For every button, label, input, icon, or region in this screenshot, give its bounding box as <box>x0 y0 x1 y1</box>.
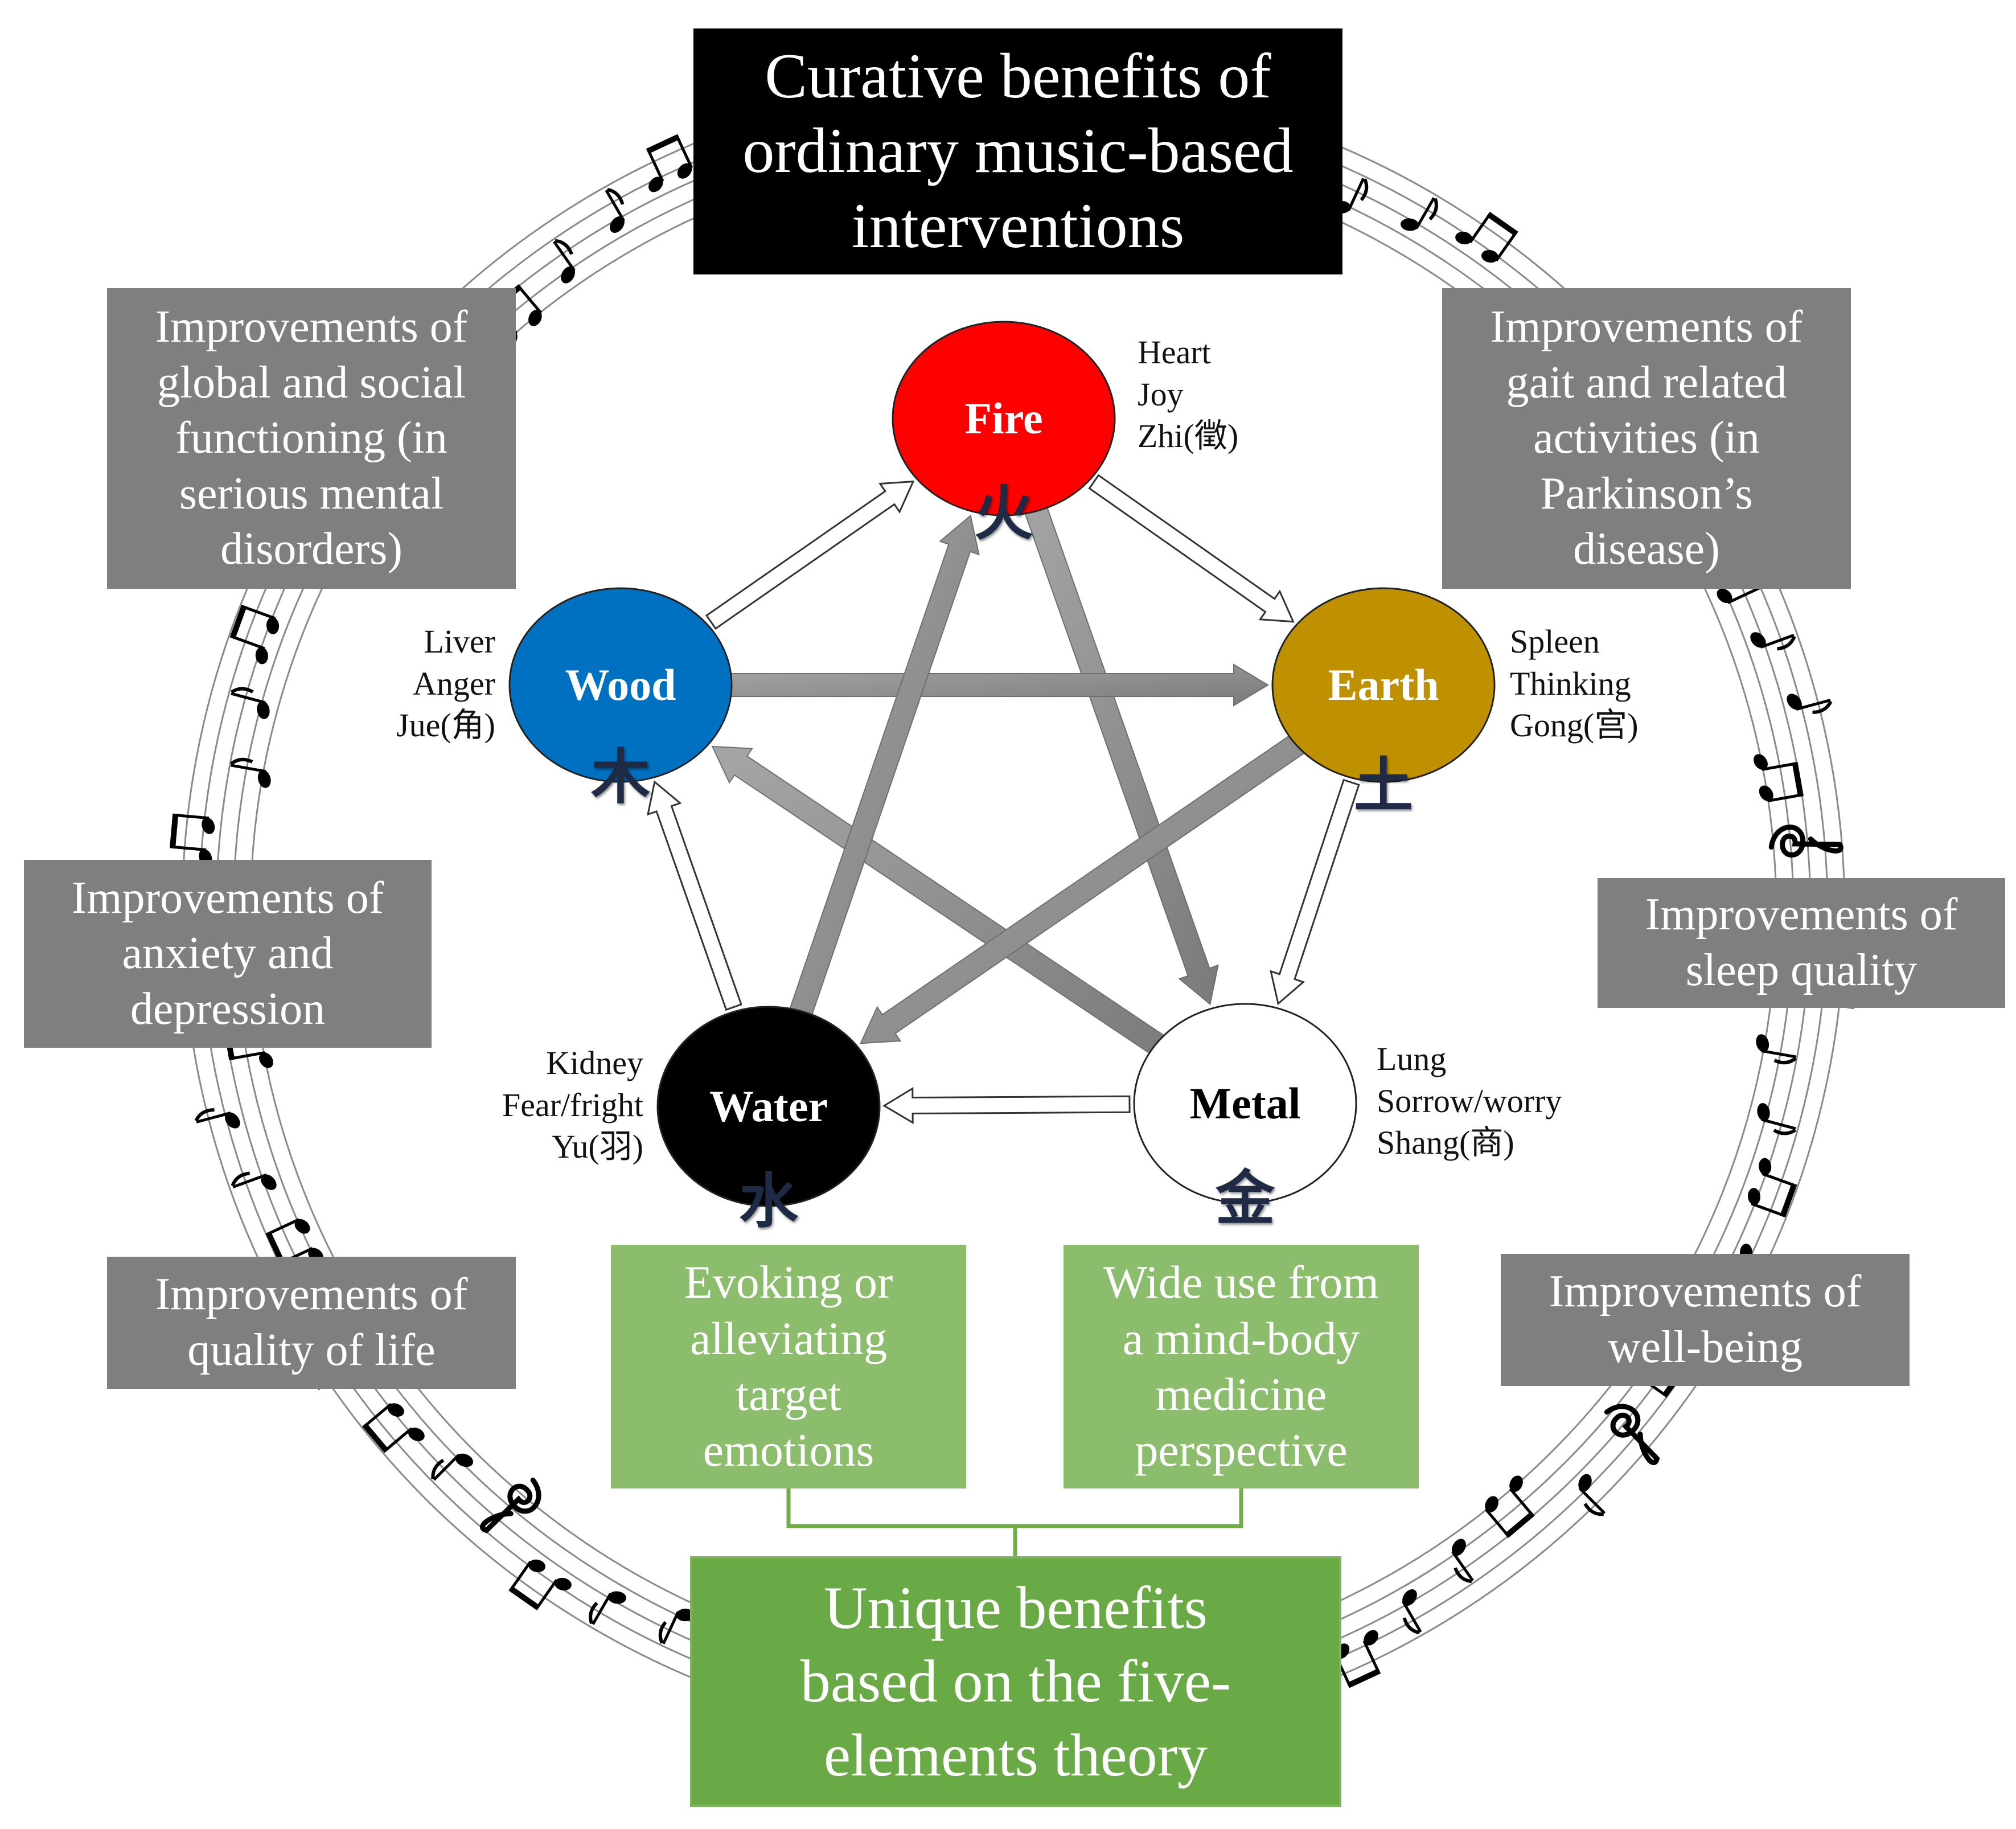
music-note <box>1747 1158 1797 1218</box>
element-wood-attributes: Liver Anger Jue(角) <box>396 623 495 744</box>
music-note <box>658 1609 695 1645</box>
element-earth-char: 土 <box>1353 751 1414 821</box>
music-note <box>362 1402 425 1453</box>
benefit-quality-of-life-text: Improvements of quality of life <box>155 1269 468 1375</box>
unique-box-theory: Unique benefits based on the five- eleme… <box>690 1556 1341 1807</box>
music-note <box>194 1108 240 1129</box>
benefit-gait-text: Improvements of gait and related activit… <box>1490 302 1803 575</box>
music-note <box>1451 1539 1474 1584</box>
element-fire-char: 火 <box>974 478 1034 548</box>
music-note <box>229 604 280 665</box>
music-note <box>1750 632 1796 651</box>
music-note <box>480 1477 541 1533</box>
title-box: Curative benefits of ordinary music-base… <box>693 28 1342 274</box>
benefit-anxiety-text: Improvements of anxiety and depression <box>71 872 384 1034</box>
control-arrow-fire-metal <box>1017 485 1219 1006</box>
music-note <box>589 1591 626 1625</box>
element-earth-attributes: Spleen Thinking Gong(宫) <box>1510 623 1639 744</box>
music-note <box>1604 1404 1660 1465</box>
benefit-well-being-text: Improvements of well-being <box>1549 1266 1862 1372</box>
element-earth-label: Earth <box>1328 660 1439 710</box>
control-arrow-metal-wood <box>711 745 1182 1067</box>
control-arrow-wood-earth <box>708 663 1269 707</box>
title-text: Curative benefits of ordinary music-base… <box>742 41 1294 261</box>
unique-theory-text: Unique benefits based on the five- eleme… <box>800 1574 1231 1789</box>
benefit-box-anxiety: Improvements of anxiety and depression <box>24 860 432 1048</box>
benefit-box-sleep: Improvements of sleep quality <box>1598 878 2005 1008</box>
generation-arrow-earth-metal <box>1270 778 1360 1006</box>
generation-arrow-metal-water <box>882 1086 1131 1125</box>
green-connector <box>786 1487 1243 1559</box>
music-note <box>1754 754 1804 803</box>
element-water-label: Water <box>709 1081 828 1131</box>
music-note <box>1787 694 1833 714</box>
music-note <box>646 134 693 192</box>
music-note <box>508 1559 572 1611</box>
element-metal-char: 金 <box>1215 1163 1275 1233</box>
control-arrow-water-fire <box>782 514 980 1037</box>
element-wood-circle <box>508 587 733 783</box>
element-wood-char: 木 <box>590 742 651 812</box>
element-fire-label: Fire <box>964 393 1043 443</box>
element-water-circle <box>656 1006 881 1207</box>
music-note <box>231 1171 277 1190</box>
music-note <box>230 757 271 788</box>
element-water-attributes: Kidney Fear/fright Yu(羽) <box>502 1044 643 1166</box>
benefit-sleep-text: Improvements of sleep quality <box>1645 889 1958 995</box>
benefit-box-global-social: Improvements of global and social functi… <box>107 288 516 589</box>
music-note <box>1401 197 1438 231</box>
generation-arrow-wood-fire <box>705 480 915 630</box>
element-circles <box>508 321 1496 1207</box>
benefit-global-social-text: Improvements of global and social functi… <box>155 302 468 575</box>
unique-box-emotions: Evoking or alleviating target emotions <box>611 1245 966 1488</box>
music-note <box>605 187 625 233</box>
music-note <box>553 239 576 284</box>
element-fire-attributes: Heart Joy Zhi(徵) <box>1138 334 1239 455</box>
element-metal-attributes: Lung Sorrow/worry Shang(商) <box>1377 1040 1562 1162</box>
generation-arrow-water-wood <box>646 780 742 1011</box>
music-note <box>1578 1474 1606 1516</box>
benefit-box-well-being: Improvements of well-being <box>1501 1254 1910 1386</box>
element-earth-circle <box>1271 587 1496 783</box>
unique-emotions-text: Evoking or alleviating target emotions <box>684 1256 893 1477</box>
music-note <box>1333 1630 1381 1688</box>
element-arrows <box>646 474 1360 1125</box>
music-note <box>231 687 270 719</box>
element-wood-label: Wood <box>565 660 676 710</box>
generation-arrow-fire-earth <box>1088 474 1295 623</box>
unique-box-mind-body: Wide use from a mind-body medicine persp… <box>1064 1245 1419 1488</box>
element-metal-circle <box>1133 1003 1357 1204</box>
control-arrow-earth-water <box>859 721 1323 1044</box>
element-fire-circle <box>892 321 1116 516</box>
music-note <box>431 1453 474 1481</box>
benefit-box-quality-of-life: Improvements of quality of life <box>107 1257 516 1389</box>
music-note <box>1757 1103 1796 1135</box>
music-note <box>1756 1034 1797 1065</box>
music-note <box>1455 211 1518 263</box>
music-note <box>1402 1589 1422 1635</box>
benefit-box-gait: Improvements of gait and related activit… <box>1442 288 1851 589</box>
element-metal-label: Metal <box>1189 1078 1301 1128</box>
element-water-char: 水 <box>738 1166 799 1236</box>
music-note <box>1768 825 1843 858</box>
music-note <box>1484 1475 1535 1539</box>
unique-mind-body-text: Wide use from a mind-body medicine persp… <box>1103 1256 1379 1477</box>
